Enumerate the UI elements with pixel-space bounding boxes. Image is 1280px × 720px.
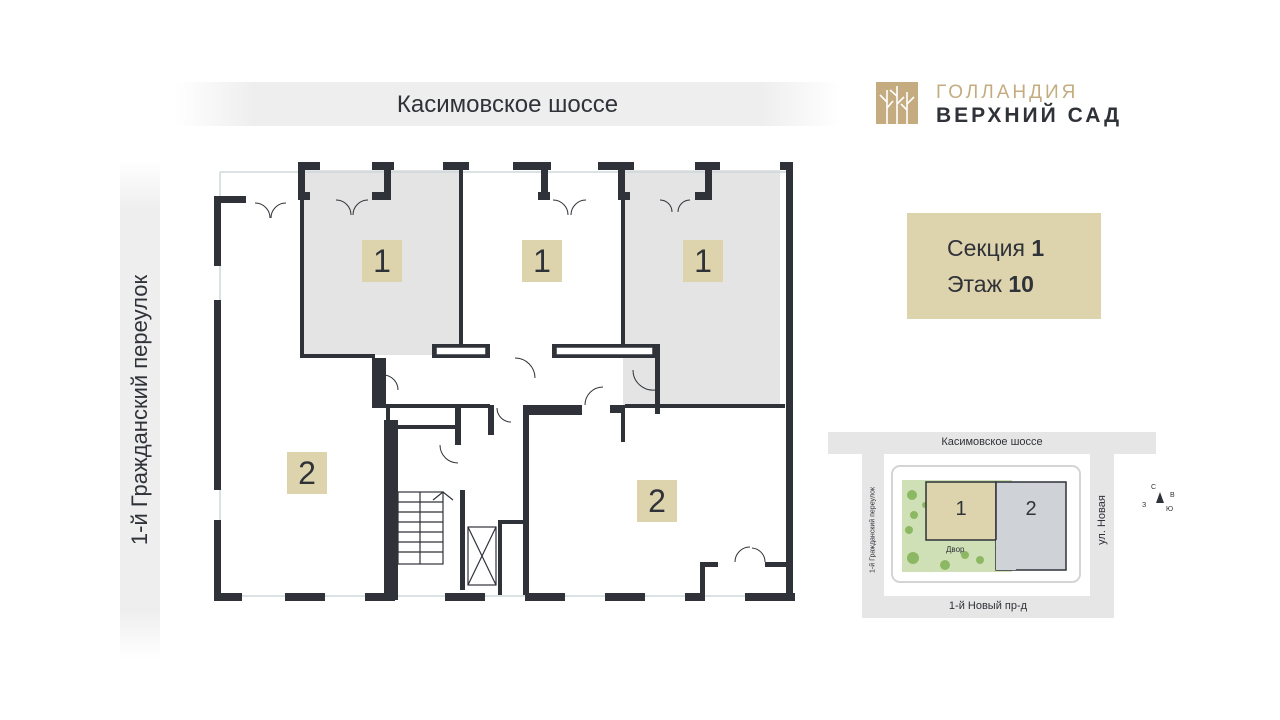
street-left-band: 1-й Гражданский переулок [120,160,160,660]
unit-label-a[interactable]: 1 [362,240,402,282]
floor-info: Этаж 10 [947,271,1034,298]
site-street-left: 1-й Гражданский переулок [869,487,877,573]
site-section-2[interactable]: 2 [1025,498,1037,520]
section-label: Секция [947,235,1025,261]
site-street-top: Касимовское шоссе [941,436,1043,448]
info-box: Секция 1 Этаж 10 [907,213,1101,319]
tree-logo-icon [876,82,918,124]
logo-line2: ВЕРХНИЙ САД [936,104,1123,127]
compass-south: Ю [1166,506,1174,513]
floor-plan [214,162,795,601]
brand-logo: ГОЛЛАНДИЯ ВЕРХНИЙ САД [876,82,1176,128]
unit-fill-c[interactable] [623,170,780,405]
site-street-right: ул. Новая [1096,495,1108,545]
door-icons [254,199,766,563]
elevator-icon [467,526,497,586]
street-top-label: Касимовское шоссе [396,91,619,118]
stair-icon [397,491,454,565]
unit-label-e[interactable]: 2 [637,480,677,522]
street-left-label: 1-й Гражданский переулок [127,274,152,546]
compass-north: С [1151,484,1157,491]
compass-east: В [1170,492,1175,499]
compass-west: З [1142,502,1147,509]
section-value: 1 [1031,235,1045,261]
section-info: Секция 1 [947,235,1044,262]
floor-label: Этаж [947,271,1002,297]
unit-label-b[interactable]: 1 [522,240,562,282]
floor-value: 10 [1008,271,1034,297]
site-yard-label: Двор [946,545,965,554]
site-section-1[interactable]: 1 [955,498,967,520]
unit-label-d[interactable]: 2 [287,452,327,494]
logo-line1: ГОЛЛАНДИЯ [936,82,1079,103]
unit-label-c[interactable]: 1 [683,240,723,282]
compass-icon [1156,492,1164,503]
site-street-bottom: 1-й Новый пр-д [948,600,1028,612]
street-top-band: Касимовское шоссе [175,82,840,126]
